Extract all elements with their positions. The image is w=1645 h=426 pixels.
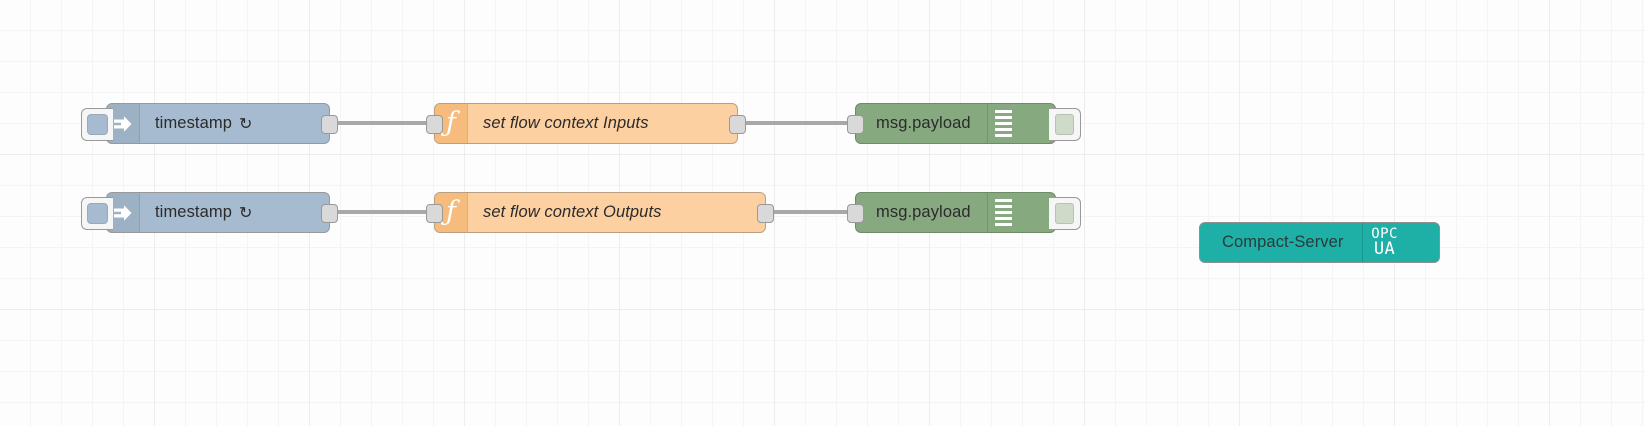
node-debug-msg-payload-row1[interactable]: msg.payload — [847, 103, 1081, 144]
opc-ua-icon: OPC UA — [1361, 223, 1407, 262]
inject-label-text-row2: timestamp — [155, 203, 233, 221]
repeat-icon: ↻ — [239, 204, 253, 222]
wire-inject-to-function-row1[interactable] — [332, 121, 434, 125]
debug-enable-toggle-inner — [1055, 114, 1074, 135]
input-port[interactable] — [847, 115, 864, 134]
wire-function-to-debug-row2[interactable] — [766, 210, 855, 214]
input-port[interactable] — [426, 115, 443, 134]
opc-ua-icon-line1: OPC — [1371, 225, 1398, 242]
debug-enable-toggle-inner — [1055, 203, 1074, 224]
repeat-icon: ↻ — [239, 115, 253, 133]
debug-lines-icon — [986, 104, 1019, 143]
wire-function-to-debug-row1[interactable] — [738, 121, 855, 125]
debug-enable-toggle[interactable] — [1049, 197, 1081, 230]
function-node-label-row1: set flow context Inputs — [483, 114, 649, 132]
inject-trigger-button[interactable] — [81, 108, 113, 141]
output-port[interactable] — [757, 204, 774, 223]
debug-node-label-row1: msg.payload — [876, 114, 971, 132]
input-port[interactable] — [847, 204, 864, 223]
output-port[interactable] — [729, 115, 746, 134]
input-port[interactable] — [426, 204, 443, 223]
node-inject-timestamp-row1[interactable]: timestamp ↻ — [81, 103, 338, 144]
node-function-set-flow-context-inputs[interactable]: ƒ set flow context Inputs — [426, 103, 746, 144]
inject-trigger-button-inner — [87, 114, 108, 135]
output-port[interactable] — [321, 204, 338, 223]
function-f-glyph: ƒ — [446, 196, 456, 227]
node-opcua-compact-server[interactable]: Compact-Server OPC UA — [1199, 222, 1440, 263]
inject-node-label-row1: timestamp ↻ — [140, 104, 265, 143]
node-debug-msg-payload-row2[interactable]: msg.payload — [847, 192, 1081, 233]
wire-inject-to-function-row2[interactable] — [332, 210, 434, 214]
inject-trigger-button-inner — [87, 203, 108, 224]
opcua-node-label: Compact-Server — [1222, 233, 1344, 251]
debug-enable-toggle[interactable] — [1049, 108, 1081, 141]
function-node-label-row2: set flow context Outputs — [483, 203, 662, 221]
debug-lines-icon — [986, 193, 1019, 232]
output-port[interactable] — [321, 115, 338, 134]
opc-ua-icon-line2: UA — [1373, 238, 1396, 259]
inject-label-text-row1: timestamp — [155, 114, 233, 132]
inject-node-label-row2: timestamp ↻ — [140, 193, 265, 232]
node-inject-timestamp-row2[interactable]: timestamp ↻ — [81, 192, 338, 233]
node-function-set-flow-context-outputs[interactable]: ƒ set flow context Outputs — [426, 192, 774, 233]
inject-trigger-button[interactable] — [81, 197, 113, 230]
debug-node-label-row2: msg.payload — [876, 203, 971, 221]
function-f-glyph: ƒ — [446, 107, 456, 138]
